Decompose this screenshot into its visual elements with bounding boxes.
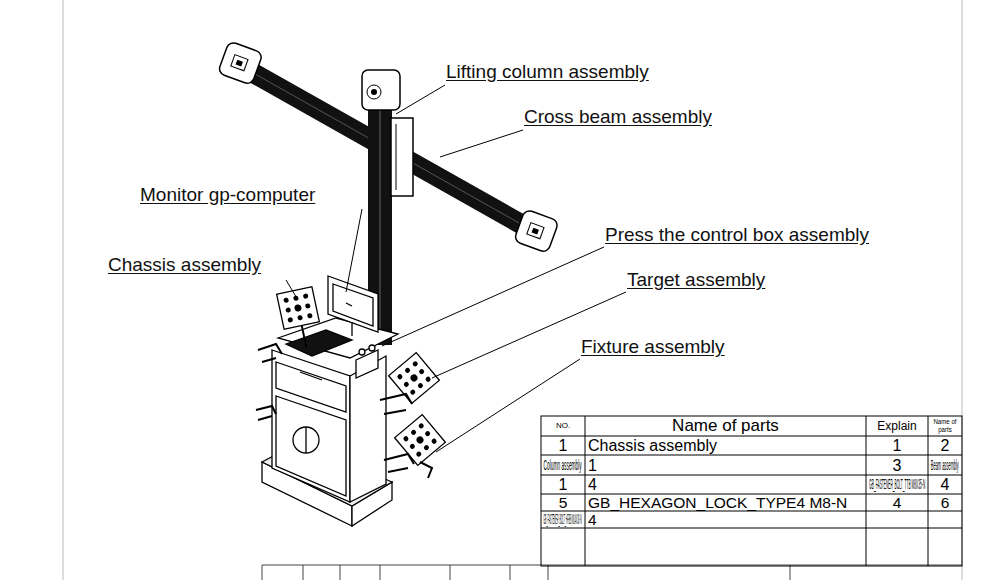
callout-label: Press the control box assembly [605, 224, 869, 246]
cell-text: 3 [893, 457, 902, 474]
table-cell: 2 [928, 436, 962, 455]
table-cell: 1 [541, 436, 585, 455]
monitor [328, 276, 378, 336]
cell-text: 4 [941, 476, 950, 493]
cell-text: 1 [588, 457, 597, 474]
table-cell: GB_HEXAGON_LOCK_TYPE4 M8-N [585, 494, 866, 511]
table-cell: 4 [928, 475, 962, 494]
table-cell: Explain [866, 416, 928, 436]
cell-text: 1 [559, 437, 568, 454]
title-block [262, 565, 962, 580]
cell-text: Name of parts [672, 417, 779, 435]
cell-text: Name of parts [931, 418, 959, 434]
table-cell: 4 [585, 511, 866, 528]
parts-table-grid [541, 416, 962, 566]
cell-text: 1 [893, 437, 902, 454]
cell-text: 4 [588, 512, 597, 528]
page-border [63, 0, 64, 580]
callout-label: Lifting column assembly [446, 61, 649, 83]
table-cell: 5 [541, 494, 585, 511]
table-cell: 4 [585, 475, 866, 494]
table-cell: GB_FASTENER_BOLT_TTB M8X35-N [866, 475, 928, 494]
table-cell: 3 [866, 455, 928, 475]
table-cell: NO. [541, 416, 585, 436]
callout-label: Chassis assembly [108, 254, 261, 276]
camera-pod [514, 209, 559, 253]
cell-text: GB_HEXAGON_LOCK_TYPE4 M8-N [588, 495, 847, 511]
cell-text: 4 [588, 476, 597, 493]
cell-text: 5 [559, 495, 568, 511]
cell-text: Explain [877, 420, 916, 433]
table-cell: Column assembly [541, 455, 585, 475]
table-cell: 1 [541, 475, 585, 494]
table-cell: Name of parts [585, 416, 866, 436]
cell-text: NO. [556, 422, 570, 430]
cell-text: 6 [941, 495, 950, 511]
cell-text: Beam assembly [931, 458, 959, 473]
cell-text: GB_FASTENER_BOLT_HFBB M14X30-N [544, 512, 582, 527]
table-cell: 4 [866, 494, 928, 511]
table-cell: Name of parts [928, 416, 962, 436]
cell-text: Chassis assembly [588, 437, 717, 454]
table-cell: 1 [585, 455, 866, 475]
target [395, 415, 446, 466]
cell-text: 1 [559, 476, 568, 493]
table-cell: Beam assembly [928, 455, 962, 475]
cabinet [262, 318, 398, 526]
table-cell: 1 [866, 436, 928, 455]
target [277, 287, 324, 351]
cell-text: 2 [941, 437, 950, 454]
callout-label: Cross beam assembly [524, 106, 712, 128]
table-cell: Chassis assembly [585, 436, 866, 455]
camera-pod [218, 41, 263, 85]
callout-label: Fixture assembly [581, 336, 725, 358]
fixture-clamp [256, 344, 432, 478]
cell-text: GB_FASTENER_BOLT_TTB M8X35-N [869, 477, 925, 492]
callout-label: Target assembly [627, 269, 765, 291]
table-cell: 6 [928, 494, 962, 511]
leader-line [286, 85, 626, 452]
cell-text: Column assembly [544, 458, 582, 473]
callout-label: Monitor gp-computer [140, 184, 315, 206]
table-cell: GB_FASTENER_BOLT_HFBB M14X30-N [541, 511, 585, 528]
cell-text: 4 [893, 495, 902, 511]
